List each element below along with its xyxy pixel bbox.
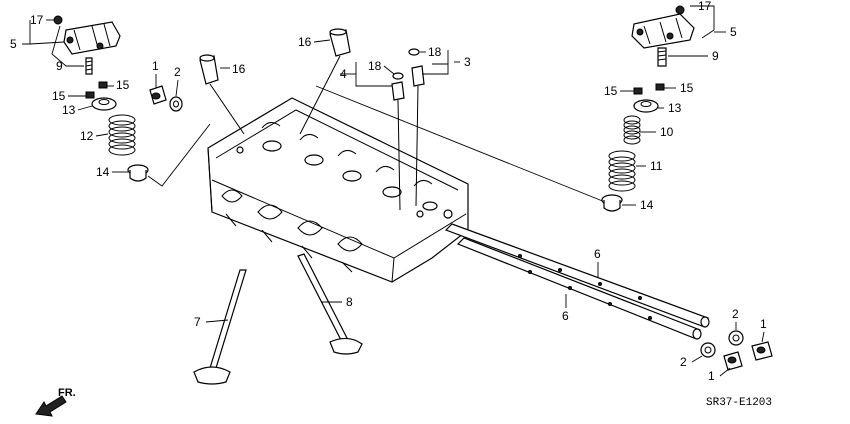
callout-3: 3 bbox=[464, 55, 471, 69]
rocker-arm-right bbox=[631, 13, 695, 49]
callout-7: 7 bbox=[194, 315, 201, 329]
callout-16-top: 16 bbox=[298, 35, 312, 49]
callout-9-right: 9 bbox=[712, 49, 719, 63]
valve-stem-seal-left bbox=[127, 164, 149, 182]
rocker-arm-left bbox=[63, 21, 121, 55]
callout-10: 10 bbox=[660, 125, 674, 139]
adjusting-screw-right bbox=[657, 47, 667, 67]
valve-guide-top bbox=[299, 28, 351, 135]
bracket-lines bbox=[340, 50, 460, 87]
callout-1-right-a: 1 bbox=[760, 317, 767, 331]
fr-label: FR. bbox=[58, 387, 76, 399]
clip-18 bbox=[392, 48, 420, 80]
valve-guide-left bbox=[199, 54, 245, 135]
valve-cotter-right bbox=[633, 83, 665, 95]
callout-15-right-a: 15 bbox=[680, 81, 694, 95]
callout-15-left-a: 15 bbox=[116, 78, 130, 92]
cylinder-head bbox=[207, 97, 469, 283]
callout-14-left: 14 bbox=[96, 165, 110, 179]
callout-8: 8 bbox=[346, 295, 353, 309]
intake-valve bbox=[193, 269, 247, 385]
spring-retainer-left bbox=[91, 97, 117, 111]
outer-spring-right bbox=[608, 150, 636, 192]
washer-right-b bbox=[728, 330, 744, 346]
exhaust-valve bbox=[297, 253, 363, 355]
callout-6-b: 6 bbox=[562, 309, 569, 323]
lock-nut-right bbox=[675, 5, 685, 15]
rocker-shaft-lower bbox=[456, 237, 702, 340]
callout-18-a: 18 bbox=[368, 59, 382, 73]
stud-bolt-4 bbox=[391, 81, 405, 211]
callout-5-left: 5 bbox=[10, 37, 17, 51]
callout-15-right-b: 15 bbox=[604, 84, 618, 98]
callout-17-left: 17 bbox=[30, 13, 44, 27]
callout-13-left: 13 bbox=[62, 103, 76, 117]
callout-11: 11 bbox=[650, 159, 663, 173]
callout-2-right-a: 2 bbox=[732, 307, 739, 321]
callout-1-right-b: 1 bbox=[708, 369, 715, 383]
callout-14-right: 14 bbox=[640, 198, 654, 212]
callout-6-a: 6 bbox=[594, 247, 601, 261]
callout-13-right: 13 bbox=[668, 101, 682, 115]
callout-9-left: 9 bbox=[56, 59, 63, 73]
drawing-code: SR37-E1203 bbox=[706, 397, 772, 409]
sealing-bolt-left bbox=[149, 85, 167, 105]
leader-line-right bbox=[315, 85, 611, 205]
adjusting-screw-left bbox=[85, 57, 93, 75]
callout-16-left: 16 bbox=[232, 62, 246, 76]
spring-retainer-right bbox=[633, 99, 659, 113]
callout-5-right: 5 bbox=[730, 25, 737, 39]
sealing-bolt-right-b bbox=[751, 341, 773, 361]
callout-4: 4 bbox=[340, 67, 347, 81]
washer-right-a bbox=[700, 342, 716, 358]
callouts: 17 5 9 15 15 13 12 14 1 2 16 16 4 18 18 … bbox=[10, 0, 767, 383]
callout-2-left: 2 bbox=[174, 65, 181, 79]
rocker-shaft-upper bbox=[444, 223, 710, 328]
callout-12-left: 12 bbox=[80, 129, 94, 143]
lock-nut-left bbox=[53, 15, 63, 25]
callout-2-right-b: 2 bbox=[680, 355, 687, 369]
front-direction-arrow: FR. bbox=[35, 387, 76, 417]
valve-cotter-left bbox=[85, 81, 108, 99]
valve-stem-seal-right bbox=[601, 194, 623, 212]
sealing-bolt-right-a bbox=[723, 351, 743, 371]
washer-left bbox=[169, 96, 183, 112]
valve-spring-left bbox=[108, 114, 136, 156]
bracket-right-top bbox=[690, 5, 715, 39]
callout-15-left-b: 15 bbox=[52, 89, 66, 103]
callout-1-left: 1 bbox=[152, 59, 159, 73]
stud-bolt-3 bbox=[411, 65, 425, 207]
callout-18-b: 18 bbox=[428, 45, 442, 59]
callout-17-right: 17 bbox=[698, 0, 712, 13]
inner-spring-right bbox=[623, 115, 641, 145]
